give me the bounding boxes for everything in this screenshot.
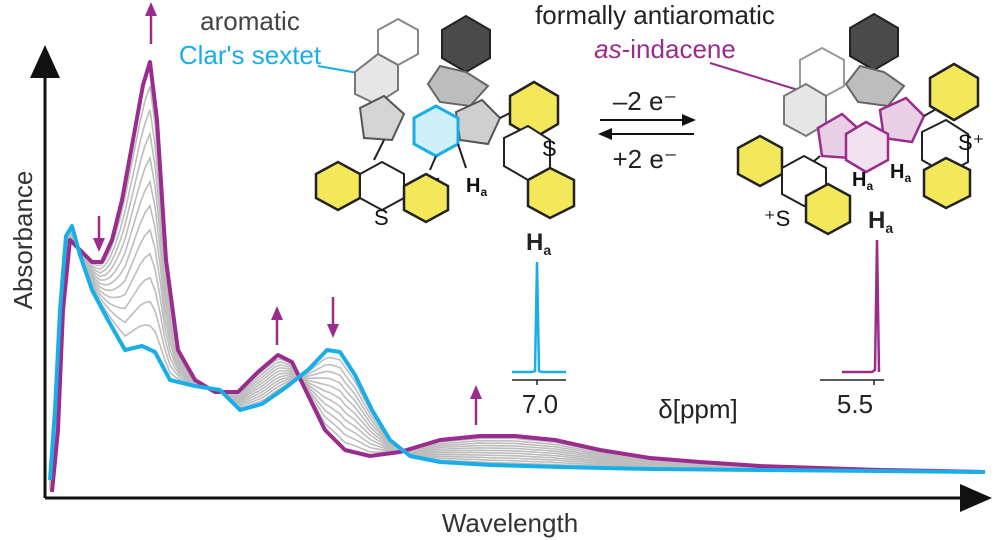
aromatic-label: aromatic bbox=[200, 6, 300, 36]
oxidation-label: –2 e⁻ bbox=[613, 86, 677, 116]
y-axis-arrowhead-icon bbox=[30, 45, 60, 78]
ring bbox=[426, 64, 490, 108]
indacene-leader-line bbox=[709, 62, 809, 94]
clar-sextet-label: Clar's sextet bbox=[179, 40, 322, 70]
ppm-value-right: 5.5 bbox=[837, 389, 873, 419]
nmr-ha-label-right: Ha bbox=[868, 207, 893, 236]
down-arrow-icon bbox=[93, 216, 105, 252]
up-arrow-icon bbox=[145, 2, 157, 44]
yellow-ring bbox=[526, 166, 576, 220]
spectral-change-arrows bbox=[93, 2, 482, 425]
nmr-peak-right bbox=[842, 239, 881, 374]
thioxanthene-central-ring bbox=[359, 160, 405, 212]
sulfur-label-left: S bbox=[374, 205, 389, 230]
reverse-arrowhead-icon bbox=[598, 128, 612, 140]
nmr-peak-left bbox=[512, 261, 566, 374]
ring bbox=[354, 52, 399, 106]
ring bbox=[844, 64, 906, 108]
forward-arrowhead-icon bbox=[682, 114, 696, 126]
axes: Absorbance Wavelength bbox=[8, 45, 992, 538]
thioxanthylium-central-ring bbox=[921, 118, 969, 176]
nmr-ha-label-left: Ha bbox=[526, 229, 551, 258]
indacene-suffix: -indacene bbox=[622, 34, 736, 64]
x-axis-arrowhead-icon bbox=[960, 484, 992, 512]
bond bbox=[457, 143, 467, 169]
clar-sextet-ring bbox=[412, 104, 460, 158]
nmr-inset-right: Ha 5.5 bbox=[820, 207, 893, 419]
redox-equilibrium: –2 e⁻ +2 e⁻ bbox=[598, 86, 696, 174]
exocyclic-bond bbox=[373, 139, 385, 161]
yellow-ring bbox=[508, 80, 560, 140]
ha-label-right: Ha bbox=[852, 169, 873, 193]
ring bbox=[441, 14, 491, 74]
sulfur-cation-left: ⁺S bbox=[764, 206, 790, 231]
yellow-ring bbox=[736, 134, 784, 188]
x-axis-label: Wavelength bbox=[442, 508, 578, 538]
up-arrow-icon bbox=[470, 385, 482, 425]
indacene-central-ring bbox=[844, 120, 890, 174]
ha-label-right-2: Ha bbox=[890, 161, 911, 185]
as-indacene-label: as-indacene bbox=[594, 34, 736, 64]
reduction-label: +2 e⁻ bbox=[612, 144, 677, 174]
ring bbox=[849, 12, 899, 72]
down-arrow-icon bbox=[327, 297, 339, 338]
five-membered-ring bbox=[358, 94, 406, 142]
yellow-ring bbox=[314, 160, 362, 212]
nmr-inset-left: Ha 7.0 bbox=[512, 229, 566, 419]
sulfur-cation-right: S⁺ bbox=[958, 130, 984, 155]
as-prefix: as bbox=[594, 34, 621, 64]
up-arrow-icon bbox=[271, 306, 283, 345]
yellow-ring bbox=[928, 62, 980, 122]
yellow-ring bbox=[402, 172, 450, 224]
ring bbox=[799, 46, 845, 100]
ppm-unit-label: δ[ppm] bbox=[658, 394, 738, 424]
yellow-ring bbox=[922, 156, 972, 210]
yellow-ring bbox=[804, 182, 852, 236]
series-line-cyan bbox=[48, 224, 986, 481]
bond bbox=[429, 155, 437, 171]
ppm-value-left: 7.0 bbox=[522, 389, 558, 419]
ha-label-left-2: Ha bbox=[466, 175, 487, 199]
series-line-purple bbox=[50, 60, 986, 493]
antiaromatic-molecule-structure: Ha Ha ⁺S S⁺ bbox=[736, 12, 984, 236]
y-axis-label: Absorbance bbox=[8, 171, 38, 310]
formally-antiaromatic-label: formally antiaromatic bbox=[535, 0, 775, 30]
sulfur-label-left-2: S bbox=[542, 136, 557, 161]
aromatic-molecule-structure: Ha Ha S S bbox=[314, 14, 576, 230]
five-membered-ring bbox=[454, 98, 502, 146]
